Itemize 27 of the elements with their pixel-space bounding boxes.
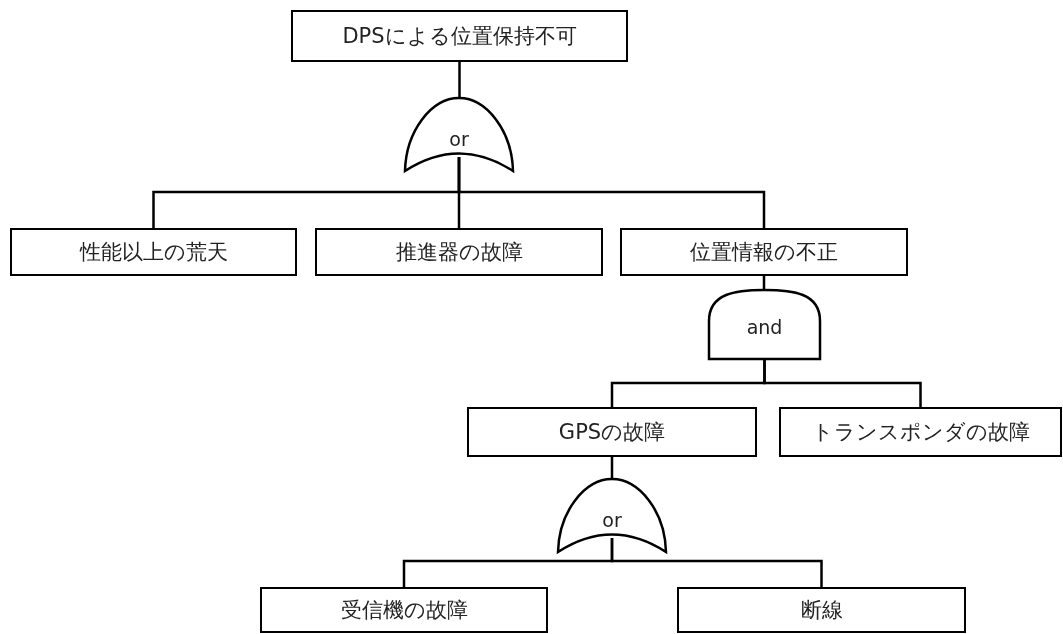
event-box xyxy=(620,228,908,276)
connector-line xyxy=(458,62,461,97)
event-label: トランスポンダの故障 xyxy=(811,419,1030,446)
event-box xyxy=(779,407,1062,457)
event-label: 推進器の故障 xyxy=(395,239,523,266)
event-label: 断線 xyxy=(800,597,843,624)
and-gate xyxy=(708,289,821,360)
event-label: 受信機の故障 xyxy=(340,597,468,624)
event-box xyxy=(291,10,628,62)
gate-label: or xyxy=(449,127,469,150)
event-label: DPSによる位置保持不可 xyxy=(342,23,577,50)
or-gate xyxy=(557,478,667,553)
event-label: 位置情報の不正 xyxy=(690,239,838,266)
connector-line xyxy=(457,157,766,228)
event-box xyxy=(10,228,297,276)
event-box xyxy=(677,587,966,633)
connector-line xyxy=(610,457,614,478)
event-box xyxy=(315,228,603,276)
event-label: 性能以上の荒天 xyxy=(79,239,228,266)
connector-line xyxy=(763,360,922,407)
event-box xyxy=(467,407,757,457)
gate-label: or xyxy=(602,508,622,531)
gate-label: and xyxy=(746,315,783,338)
event-box xyxy=(260,587,548,633)
or-gate xyxy=(404,97,514,172)
event-label: GPSの故障 xyxy=(558,419,666,446)
connector-line xyxy=(610,538,823,587)
